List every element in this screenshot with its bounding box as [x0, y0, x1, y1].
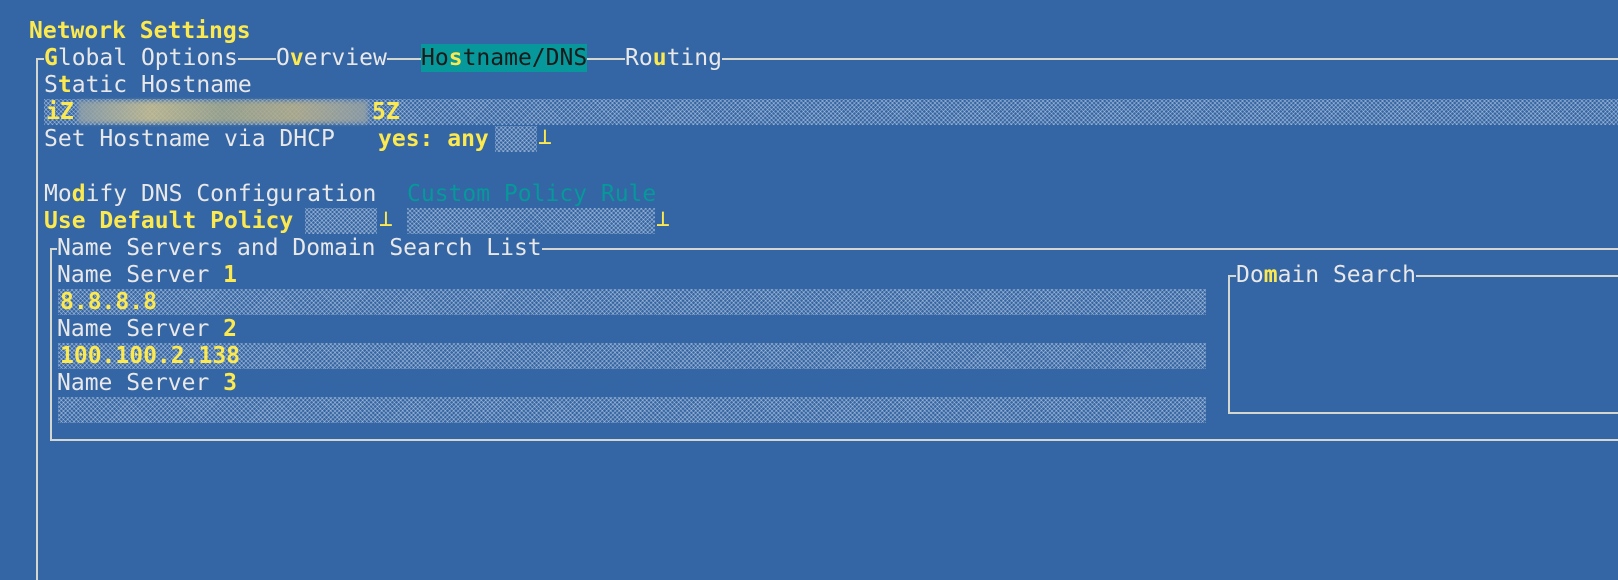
name-server-2-value: 100.100.2.138: [60, 343, 241, 369]
custom-policy-dropdown-icon[interactable]: ⊥: [656, 206, 670, 232]
dhcp-select[interactable]: yes: any: [378, 126, 489, 152]
hostname-suffix: 5Z: [372, 99, 400, 125]
static-hostname-input[interactable]: iZ 5Z: [44, 99, 1618, 125]
name-server-3-label: Name Server 3: [57, 370, 238, 396]
name-server-1-label: Name Server 1: [57, 262, 238, 288]
redacted-hostname: [78, 101, 368, 123]
domain-search-list[interactable]: [1228, 275, 1618, 414]
name-server-2-label: Name Server 2: [57, 316, 238, 342]
custom-policy-select[interactable]: [407, 208, 655, 234]
nameservers-group-title: Name Servers and Domain Search List: [57, 234, 542, 262]
dns-policy-select[interactable]: Use Default Policy: [44, 208, 294, 234]
name-server-3-input[interactable]: [58, 397, 1206, 423]
name-server-1-value: 8.8.8.8: [60, 289, 157, 315]
static-hostname-label: Static Hostname: [44, 72, 252, 98]
dhcp-select-field[interactable]: [495, 126, 537, 152]
tab-hostname-dns[interactable]: Hostname/DNS: [421, 44, 588, 72]
window-title: Network Settings: [29, 18, 251, 44]
dns-config-label: Modify DNS Configuration: [44, 181, 377, 207]
name-server-1-input[interactable]: 8.8.8.8: [58, 289, 1206, 315]
tab-routing[interactable]: Routing: [625, 44, 722, 72]
dhcp-dropdown-icon[interactable]: ⊥: [538, 124, 552, 150]
tab-global-options[interactable]: Global Options: [44, 44, 238, 72]
tab-overview[interactable]: Overview: [276, 44, 387, 72]
name-server-2-input[interactable]: 100.100.2.138: [58, 343, 1206, 369]
nameservers-group: [50, 248, 1618, 441]
domain-search-title: Domain Search: [1236, 261, 1417, 289]
dhcp-label: Set Hostname via DHCP: [44, 126, 335, 152]
custom-policy-label: Custom Policy Rule: [407, 181, 657, 207]
dns-policy-dropdown-icon[interactable]: ⊥: [379, 206, 393, 232]
hostname-prefix: iZ: [46, 99, 74, 125]
outer-frame: [36, 58, 1618, 580]
dns-policy-select-field[interactable]: [305, 208, 377, 234]
